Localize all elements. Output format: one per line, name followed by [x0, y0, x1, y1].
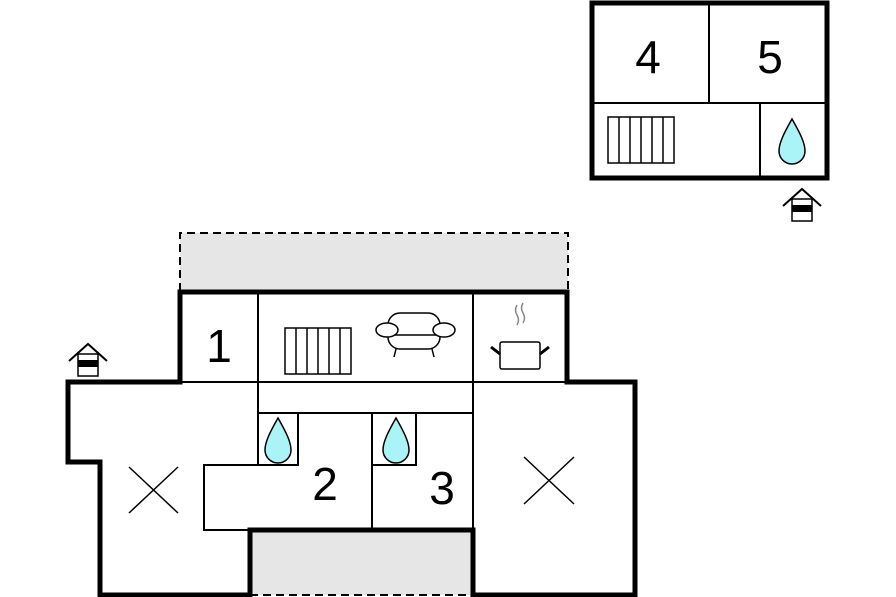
shower-drop-icon	[264, 417, 292, 464]
open-space-x-icon	[128, 466, 179, 514]
room-label-3: 3	[429, 462, 455, 514]
terrace-top	[180, 233, 568, 292]
room-label-1: 1	[206, 320, 232, 372]
room-label-2: 2	[312, 458, 338, 510]
open-space-x-icon	[523, 456, 575, 505]
entrance-icon	[68, 343, 108, 377]
sofa-icon	[375, 312, 456, 358]
entrance-icon	[782, 188, 822, 222]
radiator-icon	[607, 116, 675, 164]
room-label-4: 4	[635, 31, 661, 83]
annex-building: 4 5	[589, 0, 830, 222]
kitchen-pot-icon	[490, 302, 550, 370]
room-label-5: 5	[757, 31, 783, 83]
shower-drop-icon	[382, 417, 410, 464]
main-building: 1 2 3	[65, 232, 638, 597]
terrace-bottom	[250, 530, 473, 595]
radiator-icon	[284, 327, 352, 375]
